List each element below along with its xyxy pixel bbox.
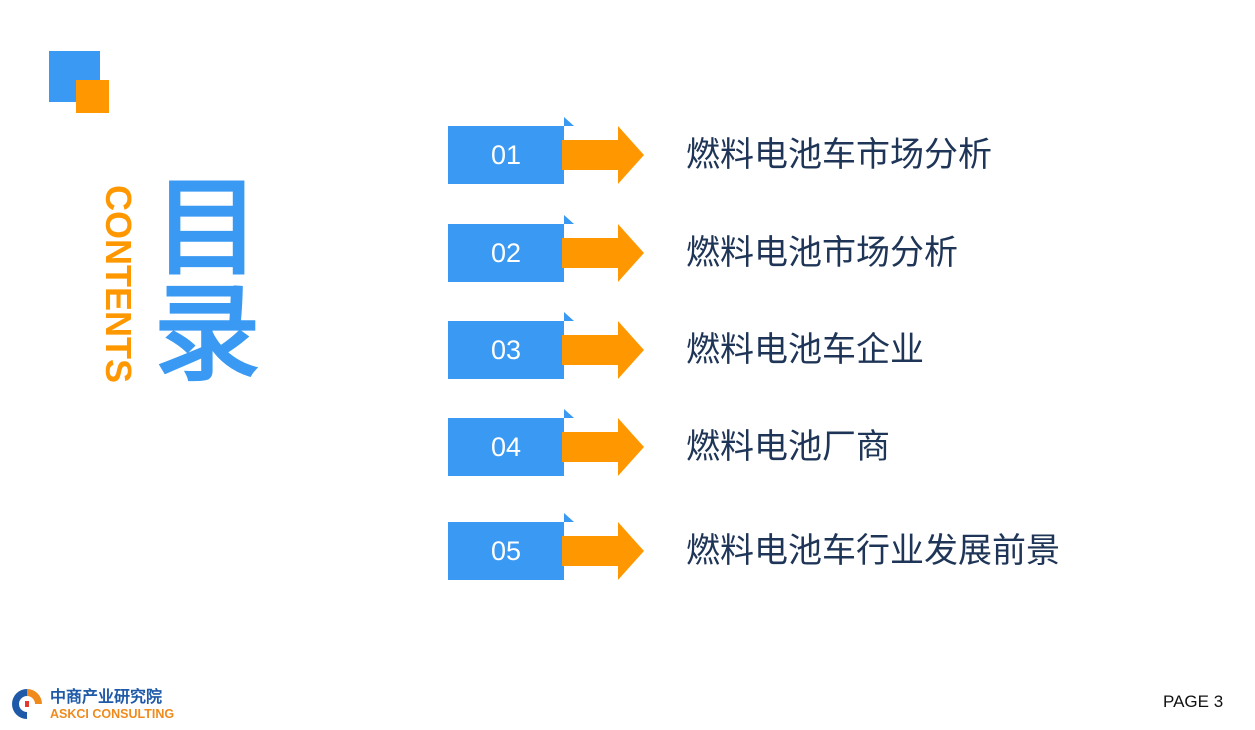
toc-item-1[interactable]: 01 燃料电池车市场分析 (448, 117, 1148, 186)
page-title-char-1: 目 (154, 167, 260, 290)
toc-item-5[interactable]: 05 燃料电池车行业发展前景 (448, 513, 1148, 582)
toc-item-3[interactable]: 03 燃料电池车企业 (448, 312, 1148, 381)
contents-subtitle: CONTENTS (96, 178, 140, 390)
logo-mark-icon (12, 689, 42, 719)
page-title: 目 录 (152, 176, 262, 388)
toc-label: 燃料电池车行业发展前景 (686, 531, 1060, 571)
toc-label: 燃料电池市场分析 (686, 233, 958, 273)
toc-item-2[interactable]: 02 燃料电池市场分析 (448, 215, 1148, 284)
arrow-right-icon (562, 418, 644, 476)
toc-number: 01 (448, 126, 564, 184)
toc-number-tab (564, 215, 574, 224)
toc-label: 燃料电池厂商 (686, 427, 890, 467)
company-logo: 中商产业研究院 ASKCI CONSULTING (10, 686, 210, 726)
toc-number: 02 (448, 224, 564, 282)
toc-item-4[interactable]: 04 燃料电池厂商 (448, 409, 1148, 478)
contents-subtitle-text: CONTENTS (98, 185, 139, 383)
toc-number: 04 (448, 418, 564, 476)
decor-square-orange (76, 80, 109, 113)
arrow-right-icon (562, 522, 644, 580)
toc-label: 燃料电池车企业 (686, 330, 924, 370)
page-number: PAGE 3 (1163, 692, 1224, 711)
toc-number: 03 (448, 321, 564, 379)
toc-number: 05 (448, 522, 564, 580)
logo-name-en: ASKCI CONSULTING (50, 707, 175, 721)
toc-number-tab (564, 409, 574, 418)
arrow-right-icon (562, 321, 644, 379)
toc-number-tab (564, 513, 574, 522)
toc-number-tab (564, 117, 574, 126)
page-title-char-2: 录 (154, 273, 260, 396)
arrow-right-icon (562, 224, 644, 282)
toc-label: 燃料电池车市场分析 (686, 135, 992, 175)
toc-number-tab (564, 312, 574, 321)
arrow-right-icon (562, 126, 644, 184)
logo-name-cn: 中商产业研究院 (50, 687, 163, 706)
